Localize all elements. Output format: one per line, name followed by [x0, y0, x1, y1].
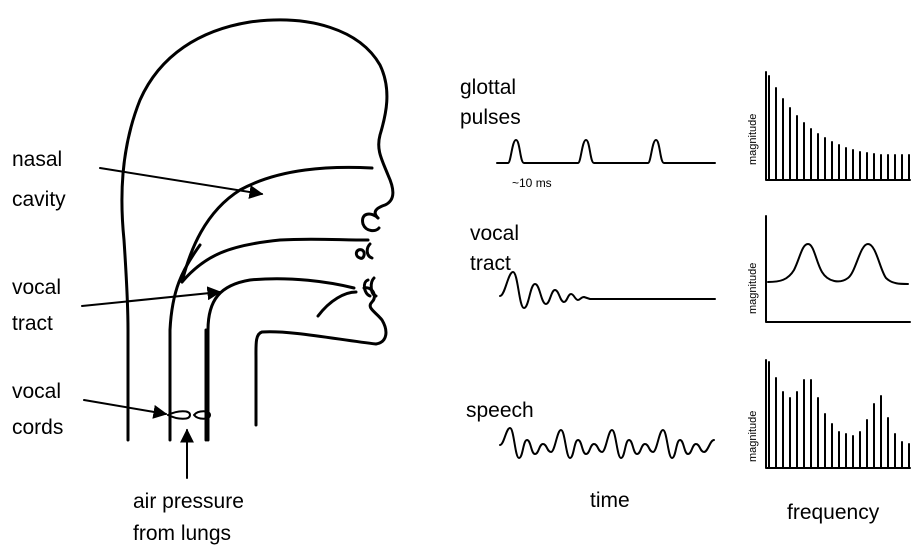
- frequency-axis-label: frequency: [787, 501, 880, 524]
- nasal-cavity: [182, 167, 372, 282]
- magnitude-label-2: magnitude: [747, 263, 759, 314]
- glottal-spectrum: [766, 72, 910, 180]
- cords-arrow: [84, 400, 166, 414]
- nasal-label-line2: cavity: [12, 188, 66, 211]
- vocal-cords-shape: [168, 411, 210, 419]
- tract-arrow: [82, 292, 220, 306]
- glottal-label-line2: pulses: [460, 106, 521, 129]
- tract-label-line2: tract: [12, 312, 53, 335]
- lower-lip-chin: [256, 288, 386, 425]
- speech-spectrum: [766, 360, 910, 468]
- nasal-arrow: [100, 168, 262, 194]
- tract-label-line1: vocal: [12, 276, 61, 299]
- impulse-response-waveform: [500, 272, 715, 308]
- tract-spectrum: [766, 216, 910, 322]
- upper-lip: [363, 214, 379, 231]
- air-label-line2: from lungs: [133, 522, 231, 545]
- nasal-label-line1: nasal: [12, 148, 62, 171]
- time-axis-label: time: [590, 489, 630, 512]
- cords-label-line2: cords: [12, 416, 63, 439]
- cords-label-line1: vocal: [12, 380, 61, 403]
- tract-signal-label-line1: vocal: [470, 222, 519, 245]
- tract-signal-label-line2: tract: [470, 252, 511, 275]
- speech-waveform: [500, 428, 714, 458]
- head-outline: [122, 20, 393, 440]
- glottal-pulse-waveform: [497, 140, 715, 163]
- magnitude-label-3: magnitude: [747, 411, 759, 462]
- air-label-line1: air pressure: [133, 490, 244, 513]
- period-label: ~10 ms: [512, 176, 552, 190]
- magnitude-label-1: magnitude: [747, 114, 759, 165]
- glottal-label-line1: glottal: [460, 76, 516, 99]
- speech-label: speech: [466, 399, 534, 422]
